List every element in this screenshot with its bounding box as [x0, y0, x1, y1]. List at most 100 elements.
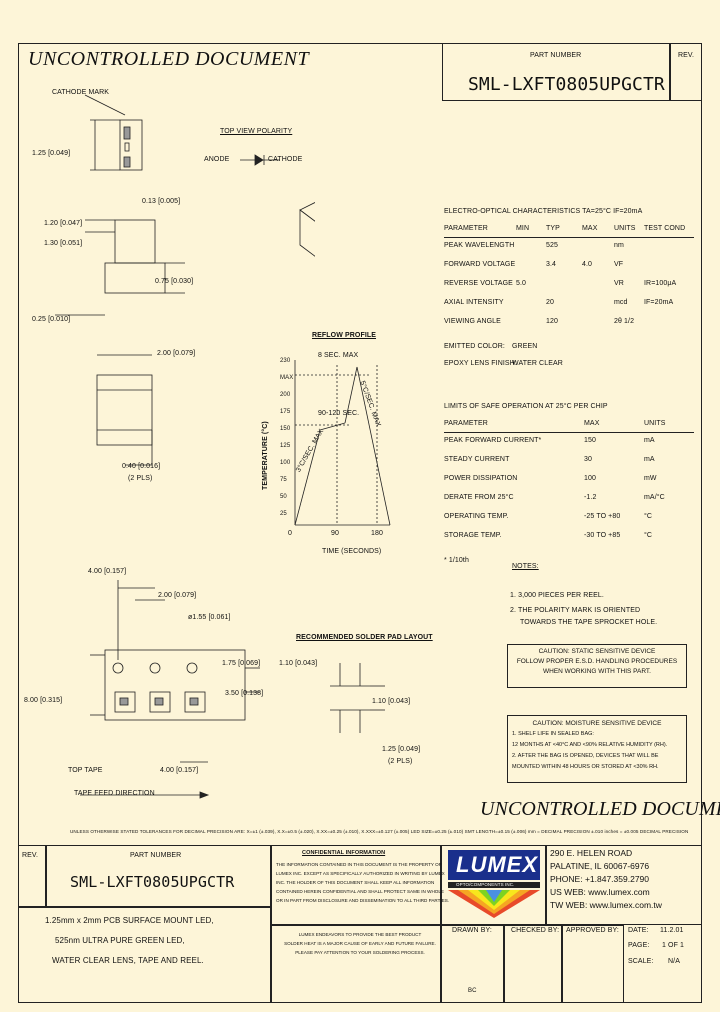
note-1: 1. 3,000 PIECES PER REEL. [510, 592, 604, 599]
footer-desc-2: 525nm ULTRA PURE GREEN LED, [55, 936, 185, 945]
limits-header-rule [444, 432, 694, 433]
reflow-ytick: 230 [280, 358, 291, 364]
dim-1-30: 1.30 [0.051] [44, 240, 83, 247]
eo-header-cell: MAX [582, 225, 598, 232]
limits-cell: °C [644, 532, 653, 539]
note-2b: TOWARDS THE TAPE SPROCKET HOLE. [520, 619, 658, 626]
caution-moisture-l1: 1. SHELF LIFE IN SEALED BAG: [512, 731, 594, 737]
confidential-title: CONFIDENTIAL INFORMATION [302, 850, 386, 856]
footer-approved-box [562, 925, 624, 1003]
limits-cell: mA/°C [644, 494, 665, 501]
reflow-ytick: 25 [280, 511, 287, 517]
emitted-color-label: EMITTED COLOR: [444, 343, 505, 350]
eo-header-cell: TEST COND [644, 225, 686, 232]
drawn-by-label: DRAWN BY: [452, 927, 492, 934]
reflow-ytick: 175 [280, 409, 291, 415]
reflow-ylabel: TEMPERATURE (°C) [262, 421, 269, 490]
reflow-profile-chart [294, 360, 391, 526]
eo-cell: 4.0 [582, 261, 593, 268]
dim-0-40: 0.40 [0.016] [122, 463, 161, 470]
address-line: 290 E. HELEN ROAD [550, 848, 633, 858]
lumex-logo: LUMEX OPTO/COMPONENTS INC. [446, 848, 542, 920]
footer-desc-1: 1.25mm x 2mm PCB SURFACE MOUNT LED, [45, 916, 214, 925]
address-line: TW WEB: www.lumex.com.tw [550, 900, 662, 910]
date-value: 11.2.01 [660, 927, 684, 934]
caution-moisture-l4: MOUNTED WITHIN 48 HOURS OR STORED AT <30… [512, 764, 659, 770]
top-view-polarity-label: TOP VIEW POLARITY [220, 128, 293, 135]
footer-trademark-box [271, 925, 441, 1003]
limits-header-cell: PARAMETER [444, 420, 488, 427]
reflow-ytick: 125 [280, 443, 291, 449]
tolerance-note: UNLESS OTHERWISE STATED TOLERANCES FOR D… [70, 829, 689, 834]
cathode-mark-label: CATHODE MARK [52, 89, 110, 96]
uncontrolled-title-bottom: UNCONTROLLED DOCUMENT [480, 798, 720, 820]
reflow-sec-max: 8 SEC. MAX [318, 352, 359, 359]
top-tape-label: TOP TAPE [68, 767, 103, 774]
eo-cell: nm [614, 242, 624, 249]
tape-dim-2-00: 2.00 [0.079] [158, 592, 197, 599]
footer-part-box [46, 845, 271, 907]
reflow-ytick: 50 [280, 494, 287, 500]
checked-by-label: CHECKED BY: [511, 927, 560, 934]
notes-title: NOTES: [512, 563, 539, 570]
caution-moisture-box: CAUTION: MOISTURE SENSITIVE DEVICE 1. SH… [507, 715, 687, 783]
reflow-window: 90-120 SEC. [318, 410, 360, 417]
eo-cell: IR=100μA [644, 280, 677, 287]
footer-desc-box [18, 907, 271, 1003]
limits-cell: mA [644, 437, 655, 444]
limits-cell: -25 TO +80 [584, 513, 621, 520]
limits-cell: PEAK FORWARD CURRENT* [444, 437, 542, 444]
page-label: PAGE: [628, 942, 650, 949]
footer-checked-box [504, 925, 562, 1003]
reflow-title: REFLOW PROFILE [312, 332, 377, 339]
eo-cell: 120 [546, 318, 558, 325]
eo-cell: REVERSE VOLTAGE [444, 280, 513, 287]
confidential-line: THE INFORMATION CONTAINED IN THIS DOCUME… [276, 862, 442, 867]
confidential-line: INC. THE HOLDER OF THIS DOCUMENT SHALL K… [276, 880, 435, 885]
lumex-logo-sub: OPTO/COMPONENTS INC. [456, 882, 515, 887]
pad-dim-1: 1.10 [0.043] [279, 660, 318, 667]
eo-cell: VIEWING ANGLE [444, 318, 501, 325]
trademark-text: LUMEX ENDEAVORS TO PROVIDE THE BEST PROD… [280, 930, 440, 957]
solder-pad-drawing [330, 663, 385, 733]
footer-part-number: SML-LXFT0805UPGCTR [70, 873, 235, 891]
limits-cell: OPERATING TEMP. [444, 513, 509, 520]
address-line: PALATINE, IL 60067-6976 [550, 861, 650, 871]
dim-0-40-pls: (2 PLS) [128, 475, 153, 482]
part-number-label-top: PART NUMBER [530, 52, 582, 59]
limits-cell: STEADY CURRENT [444, 456, 510, 463]
dim-2-00: 2.00 [0.079] [157, 350, 196, 357]
led-dimension-drawing [55, 94, 315, 466]
confidential-line: LUMEX INC. EXCEPT AS SPECIFICALLY AUTHOR… [276, 871, 445, 876]
limits-cell: DERATE FROM 25°C [444, 494, 514, 501]
limits-header-cell: UNITS [644, 420, 666, 427]
tape-feed-label: TAPE FEED DIRECTION [74, 790, 155, 797]
limits-footnote: * 1/10th [444, 557, 469, 564]
limits-cell: 100 [584, 475, 596, 482]
dim-0-75: 0.75 [0.030] [155, 278, 194, 285]
eo-cell: 3.4 [546, 261, 557, 268]
pad-dim-3: 1.25 [0.049] [382, 746, 421, 753]
trademark-line: LUMEX ENDEAVORS TO PROVIDE THE BEST PROD… [298, 932, 422, 937]
confidential-line: CONTAINED HEREIN CONFIDENTIAL AND SHALL … [276, 889, 444, 894]
confidential-line: OR IN PART FROM DISCLOSURE AND DISSEMINA… [276, 898, 450, 903]
approved-by-label: APPROVED BY: [566, 927, 619, 934]
cathode-label: CATHODE [268, 156, 303, 163]
limits-header-cell: MAX [584, 420, 600, 427]
eo-cell: FORWARD VOLTAGE [444, 261, 516, 268]
caution-static-l1: CAUTION: STATIC SENSITIVE DEVICE [538, 648, 656, 655]
dim-1-20: 1.20 [0.047] [44, 220, 83, 227]
tape-dim-1-75: 1.75 [0.069] [222, 660, 261, 667]
limits-cell: °C [644, 513, 653, 520]
tape-drawing [80, 580, 260, 799]
emitted-color-value: GREEN [512, 343, 538, 350]
dim-0-25: 0.25 [0.010] [32, 316, 71, 323]
scale-value: N/A [668, 958, 680, 965]
eo-cell: 2θ 1/2 [614, 318, 635, 325]
reflow-xtick: 90 [331, 530, 339, 537]
dim-0-13: 0.13 [0.005] [142, 198, 181, 205]
limits-cell: 150 [584, 437, 596, 444]
footer-part-label: PART NUMBER [130, 852, 182, 859]
footer-rev-box [18, 845, 46, 907]
scale-label: SCALE: [628, 958, 654, 965]
